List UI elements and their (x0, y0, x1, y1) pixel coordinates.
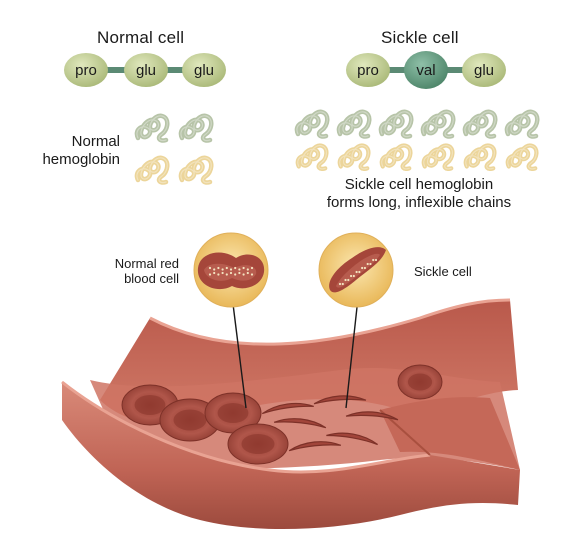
bead-val-mutant (404, 51, 448, 89)
normal-red-blood-cells (121, 364, 443, 465)
normal-cell-title: Normal cell (97, 28, 185, 47)
sickle-cell-title: Sickle cell (381, 28, 459, 47)
caption-line: Sickle cell hemoglobin (344, 176, 494, 193)
globin-green (423, 112, 453, 137)
red-blood-cell (397, 364, 443, 400)
globin-green (507, 112, 537, 137)
globin-green (339, 112, 369, 137)
sickled-cell (313, 395, 367, 405)
bead-glu (182, 53, 226, 87)
sickle-hemoglobin-chains (297, 112, 537, 169)
globin-green (381, 112, 411, 137)
normal-rbc-label: Normal red blood cell (115, 256, 179, 286)
caption-line: forms long, inflexible chains (326, 194, 512, 211)
pointer-line-sickle (345, 297, 359, 409)
bead-glu (124, 53, 168, 87)
bead-pro (64, 53, 108, 87)
bead-label: glu (194, 62, 214, 79)
sickled-cell (273, 418, 327, 429)
globin-green (297, 112, 327, 137)
bead-pro (346, 53, 390, 87)
sickled-cells (261, 395, 399, 452)
sickle-cell-inset (318, 232, 394, 308)
normal-hemoglobin-label: Normal hemoglobin (42, 133, 120, 169)
sickle-cell-label: Sickle cell (414, 264, 472, 279)
bead-label: pro (357, 62, 379, 79)
label-line: Normal red (114, 256, 179, 271)
globin-yellow (340, 145, 369, 168)
label-line: Normal (71, 133, 120, 150)
red-blood-cell (204, 392, 262, 434)
sickled-cell (261, 402, 314, 415)
pointer-line-normal (231, 295, 247, 409)
globin-yellow (298, 145, 327, 168)
globin-green (465, 112, 495, 137)
globin-yellow (508, 145, 537, 168)
sickled-cell (345, 411, 399, 421)
red-blood-cell (227, 423, 289, 465)
sickle-amino-acid-chain: pro val glu (346, 51, 506, 89)
sickle-chains-caption: Sickle cell hemoglobin forms long, infle… (296, 176, 542, 212)
sickled-cell (326, 432, 378, 446)
bead-glu (462, 53, 506, 87)
globin-yellow (424, 145, 453, 168)
globin-yellow (466, 145, 495, 168)
normal-hemoglobin-molecule (137, 116, 211, 183)
normal-cell-inset (193, 232, 269, 308)
bead-label: glu (136, 62, 156, 79)
sickled-cell (288, 441, 342, 452)
bead-label: glu (474, 62, 494, 79)
normal-amino-acid-chain: pro glu glu (64, 53, 226, 87)
bead-label: val (416, 62, 435, 79)
globin-yellow (382, 145, 411, 168)
bead-label: pro (75, 62, 97, 79)
label-line: hemoglobin (42, 151, 120, 168)
label-line: blood cell (124, 271, 179, 286)
